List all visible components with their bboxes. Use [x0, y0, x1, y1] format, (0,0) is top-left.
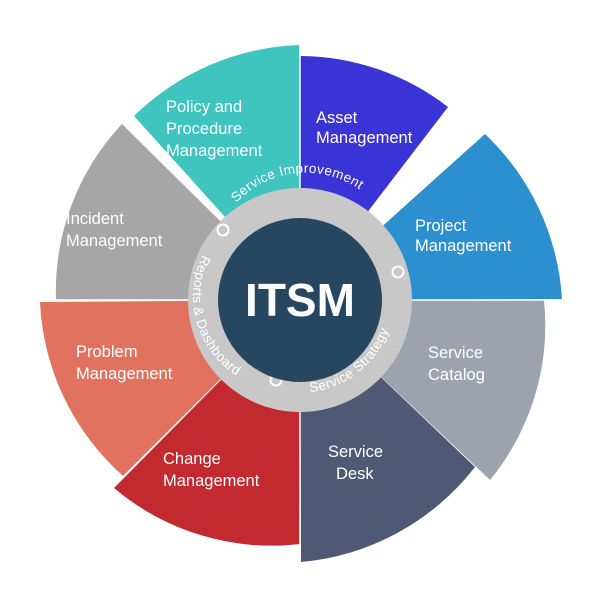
itsm-core-circle — [218, 218, 382, 382]
label-incident-management: Incident Management — [66, 210, 163, 250]
label-change-management: Change Management — [163, 450, 260, 490]
label-policy-and-procedure-management: Policy and Procedure Management — [166, 98, 263, 160]
label-problem-management: Problem Management — [76, 343, 173, 383]
label-project-management: Project Management — [415, 217, 512, 255]
label-service-desk: Service Desk — [328, 443, 388, 483]
label-asset-management: Asset Management — [316, 109, 413, 147]
segment-labels: Asset Management Project Management Serv… — [66, 98, 512, 490]
itsm-core-label: ITSM — [245, 274, 355, 326]
ring-dot-marker — [391, 265, 405, 279]
label-service-catalog: Service Catalog — [428, 344, 488, 384]
ring-dot-marker — [216, 223, 230, 237]
